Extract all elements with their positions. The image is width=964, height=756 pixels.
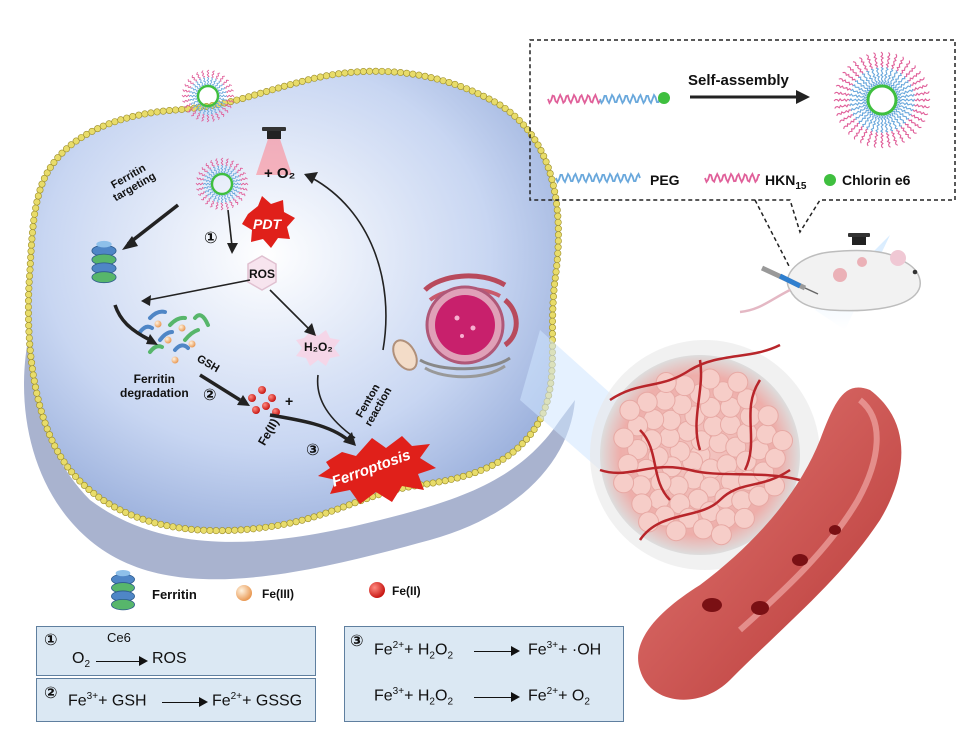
- eq3a-right: Fe3++ ·OH: [528, 640, 602, 659]
- eq1-right: ROS: [152, 650, 187, 667]
- ferritin-legend-icon: [111, 569, 135, 611]
- fe2-cluster: [248, 386, 280, 416]
- arrow-heads: [122, 172, 356, 446]
- eq1-left: O2: [72, 650, 91, 671]
- organelles: [392, 273, 519, 379]
- plus-label: +: [285, 393, 294, 409]
- cell-membrane: [24, 67, 562, 535]
- callout-pointer: [754, 199, 791, 269]
- blood-vessel: [638, 387, 902, 700]
- fe2-legend-dot: [369, 582, 385, 598]
- fe3-legend-label: Fe(III): [262, 587, 294, 601]
- degraded-ferritin: [138, 309, 210, 364]
- fe2-legend-label: Fe(II): [392, 584, 421, 598]
- mouse: [739, 233, 921, 330]
- chlorin-dot: [824, 174, 836, 186]
- equation-box-1: [36, 626, 316, 676]
- polymer-chain: [547, 92, 670, 106]
- tumor: [590, 340, 820, 570]
- eq3a-left: Fe2++ H2O2: [374, 640, 453, 662]
- eq3b-arrow: [474, 692, 520, 702]
- hkn-legend-chain: [704, 171, 760, 185]
- self-assembly-label: Self-assembly: [688, 72, 789, 89]
- step2-marker: ②: [203, 385, 217, 404]
- ferritin-legend-label: Ferritin: [152, 587, 197, 602]
- eq1-number: ①: [44, 630, 58, 649]
- eq2-number: ②: [44, 683, 58, 702]
- chlorin-label: Chlorin e6: [842, 172, 911, 188]
- peg-legend-chain: [555, 172, 641, 184]
- eq3b-right: Fe2++ O2: [528, 686, 590, 708]
- step3-marker: ③: [306, 440, 320, 459]
- ferritin-degradation-label: Ferritin degradation: [120, 372, 189, 400]
- eq1-arrow: [96, 656, 148, 666]
- pdt-label: PDT: [253, 216, 281, 232]
- equation-box-2: [36, 678, 316, 722]
- eq2-right: Fe2++ GSSG: [212, 691, 303, 710]
- step1-marker: ①: [204, 228, 218, 247]
- eq2-arrow: [162, 697, 208, 707]
- pdt-burst: [242, 196, 295, 248]
- syringe: [760, 265, 819, 295]
- peg-label: PEG: [650, 172, 680, 188]
- hkn-label: HKN15: [765, 172, 807, 192]
- ferroptosis-burst: [318, 436, 436, 504]
- micelle-assembled: [833, 51, 931, 149]
- h2o2-label: H₂O₂: [304, 340, 333, 354]
- eq1-catalyst: Ce6: [107, 630, 131, 645]
- equation-box-3: [344, 626, 624, 722]
- eq3-number: ③: [350, 631, 364, 650]
- pathway-arrows: [113, 177, 387, 442]
- laser-top: [256, 127, 292, 175]
- ros-badge: [247, 255, 277, 291]
- ros-label: ROS: [248, 267, 275, 281]
- cell-shadow: [24, 330, 575, 580]
- o2-label: + O₂: [264, 165, 296, 182]
- fe3-legend-dot: [236, 585, 252, 601]
- eq2-left: Fe3++ GSH: [68, 691, 147, 710]
- callout-box: [529, 39, 956, 234]
- micelle-inside: [195, 157, 249, 211]
- eq3b-left: Fe3++ H2O2: [374, 686, 453, 708]
- ferritin-cage: [91, 240, 117, 284]
- h2o2-burst: [296, 330, 340, 366]
- eq3a-arrow: [474, 646, 520, 656]
- micelle-top: [181, 69, 235, 123]
